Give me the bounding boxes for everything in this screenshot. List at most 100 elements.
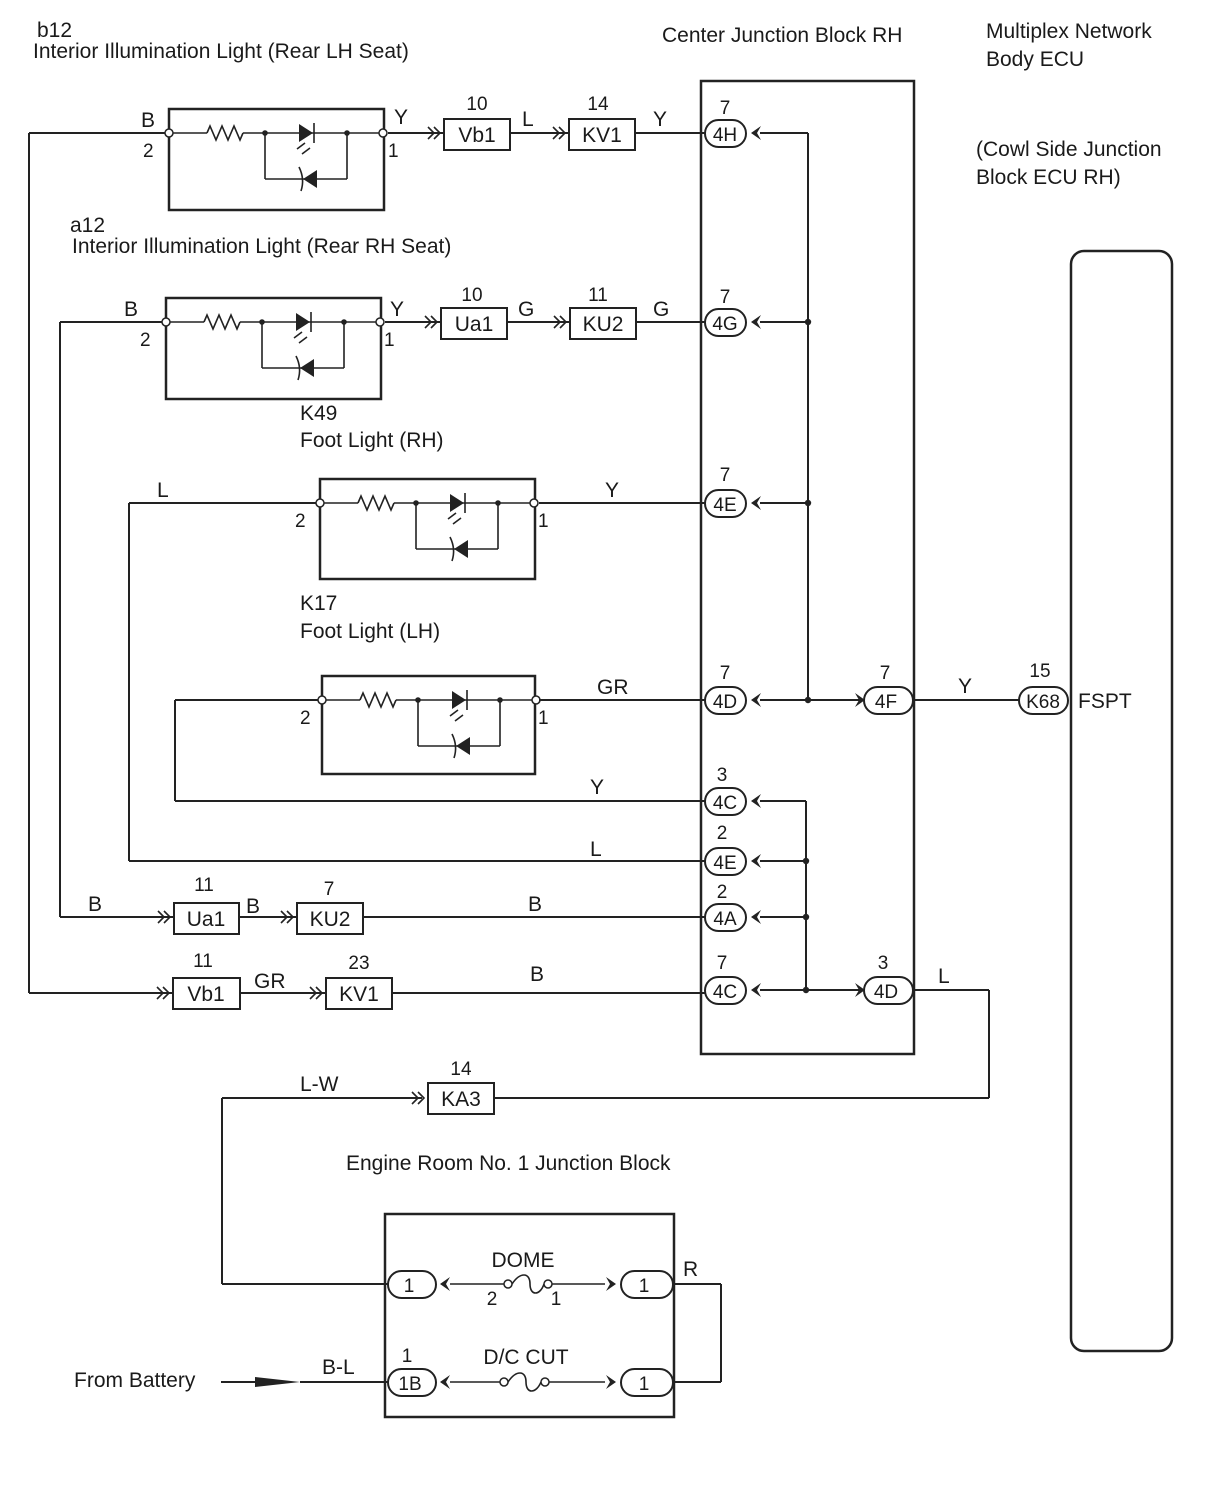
erjb-terminal-1-right-bottom: 1 bbox=[606, 1368, 674, 1397]
wire-a12-ground: B bbox=[124, 298, 138, 321]
cjb-terminal-4e-lower: 4E 2 bbox=[704, 823, 761, 876]
cjb-4d-lower-pin: 3 bbox=[878, 953, 889, 974]
wire-ecu-fspt: Y bbox=[958, 675, 972, 698]
wire-k17-out: GR bbox=[597, 676, 629, 699]
cjb-4e-lower-pin: 2 bbox=[717, 823, 728, 844]
from-battery-label: From Battery bbox=[74, 1369, 196, 1392]
k49-light-box bbox=[318, 477, 537, 581]
cjb-4e-label: 4E bbox=[713, 495, 736, 516]
ka3-label: KA3 bbox=[441, 1088, 481, 1111]
wire-a12-out: Y bbox=[390, 298, 404, 321]
cjb-terminal-4e: 4E 7 bbox=[704, 465, 761, 518]
kv1-bottom-label: KV1 bbox=[339, 983, 379, 1006]
center-junction-block bbox=[699, 79, 916, 1056]
dc-cut-fuse bbox=[499, 1372, 550, 1392]
wire-dome-out: R bbox=[683, 1258, 698, 1281]
wire-k17-return: Y bbox=[590, 776, 604, 799]
ku2-connector-bottom bbox=[296, 902, 364, 935]
dome-fuse-label: DOME bbox=[492, 1249, 555, 1272]
kv1-top-pin: 14 bbox=[587, 94, 609, 115]
k49-lamp-symbol bbox=[315, 492, 539, 562]
k17-pin-in: 2 bbox=[300, 708, 311, 729]
cjb-4g-label: 4G bbox=[712, 314, 737, 335]
cjb-4c-pin: 3 bbox=[717, 765, 728, 786]
cjb-terminal-4c: 4C 3 bbox=[704, 765, 761, 816]
ku2-connector-top bbox=[569, 307, 637, 340]
vb1-bottom-pin: 11 bbox=[193, 951, 213, 972]
b12-lamp-symbol bbox=[164, 122, 388, 192]
cjb-terminal-4h: 4H 7 bbox=[704, 98, 761, 148]
wire-b12-ground: B bbox=[141, 109, 155, 132]
wire-battery: B-L bbox=[322, 1356, 355, 1379]
ua1-bottom-label: Ua1 bbox=[187, 908, 226, 931]
a12-lamp-symbol bbox=[161, 311, 385, 381]
wire-b12-mid: L bbox=[522, 108, 534, 131]
wire-kv1-cjb: B bbox=[530, 963, 544, 986]
vb1-top-pin: 10 bbox=[466, 94, 487, 115]
wire-ku2-cjb: B bbox=[528, 893, 542, 916]
b12-code: b12 bbox=[37, 19, 72, 42]
b12-light-box bbox=[167, 107, 386, 212]
cjb-terminal-4g: 4G 7 bbox=[704, 287, 761, 337]
cjb-4d-lower-label: 4D bbox=[874, 982, 898, 1003]
ua1-connector-bottom bbox=[173, 902, 240, 935]
erjb-terminal-1b: 1B 1 bbox=[387, 1346, 450, 1397]
body-ecu-box bbox=[1069, 249, 1174, 1353]
cjb-4h-pin: 7 bbox=[720, 98, 731, 119]
k17-name: Foot Light (LH) bbox=[300, 620, 440, 643]
k49-pin-out: 1 bbox=[538, 511, 549, 532]
cjb-4f-pin: 7 bbox=[880, 663, 891, 684]
wire-k49-return: L bbox=[590, 838, 602, 861]
cjb-4a-pin: 2 bbox=[717, 882, 728, 903]
cjb-4c-label: 4C bbox=[713, 793, 737, 814]
vb1-top-label: Vb1 bbox=[458, 124, 495, 147]
cjb-4f-label: 4F bbox=[875, 692, 897, 713]
ku2-bottom-pin: 7 bbox=[324, 879, 335, 900]
k49-pin-in: 2 bbox=[295, 511, 306, 532]
dome-fuse-pin-a: 2 bbox=[487, 1289, 498, 1310]
kv1-connector-top bbox=[568, 118, 636, 151]
cjb-4a-label: 4A bbox=[713, 909, 737, 930]
dome-fuse bbox=[503, 1274, 553, 1294]
wire-k49-out: Y bbox=[605, 479, 619, 502]
cjb-4g-pin: 7 bbox=[720, 287, 731, 308]
k17-light-box bbox=[320, 674, 537, 776]
cjb-4e-lower-label: 4E bbox=[713, 853, 736, 874]
cjb-terminal-4a: 4A 2 bbox=[704, 882, 761, 932]
erjb-1b-pin: 1 bbox=[402, 1346, 413, 1367]
ecu-title-3: (Cowl Side Junction bbox=[976, 138, 1162, 161]
a12-light-box bbox=[164, 296, 383, 401]
cjb-terminal-4c-lower: 4C 7 bbox=[704, 953, 761, 1005]
a12-code: a12 bbox=[70, 214, 105, 237]
cjb-4e-pin: 7 bbox=[720, 465, 731, 486]
cjb-4h-label: 4H bbox=[713, 125, 737, 146]
vb1-connector-bottom bbox=[172, 977, 241, 1010]
a12-name: Interior Illumination Light (Rear RH Sea… bbox=[72, 235, 451, 258]
wire-vb1-kv1: GR bbox=[254, 970, 286, 993]
wire-ua1-return: B bbox=[88, 893, 102, 916]
erjb-title: Engine Room No. 1 Junction Block bbox=[346, 1152, 671, 1175]
ka3-pin: 14 bbox=[450, 1059, 472, 1080]
cjb-4c-lower-label: 4C bbox=[713, 982, 737, 1003]
k68-label: K68 bbox=[1026, 692, 1060, 713]
erjb-1-left-label: 1 bbox=[404, 1276, 415, 1297]
erjb-1b-label: 1B bbox=[398, 1374, 421, 1395]
wire-cjb-4d-out: L bbox=[938, 965, 950, 988]
k17-code: K17 bbox=[300, 592, 337, 615]
k17-pin-out: 1 bbox=[538, 708, 549, 729]
cjb-terminal-4f: 4F 7 bbox=[855, 663, 914, 715]
wire-b12-out: Y bbox=[394, 106, 408, 129]
dc-cut-fuse-label: D/C CUT bbox=[483, 1346, 568, 1369]
ku2-bottom-label: KU2 bbox=[310, 908, 351, 931]
ka3-connector bbox=[427, 1082, 495, 1115]
erjb-1-right-label: 1 bbox=[639, 1276, 650, 1297]
k17-lamp-symbol bbox=[317, 689, 541, 759]
ecu-title-2: Body ECU bbox=[986, 48, 1084, 71]
kv1-top-label: KV1 bbox=[582, 124, 622, 147]
cjb-terminal-4d-lower: 4D 3 bbox=[855, 953, 914, 1005]
kv1-connector-bottom bbox=[325, 977, 393, 1010]
erjb-terminal-1-left: 1 bbox=[387, 1270, 450, 1299]
wire-ua1-ku2: B bbox=[246, 895, 260, 918]
b12-pin-in: 2 bbox=[143, 141, 154, 162]
b12-pin-out: 1 bbox=[388, 141, 399, 162]
